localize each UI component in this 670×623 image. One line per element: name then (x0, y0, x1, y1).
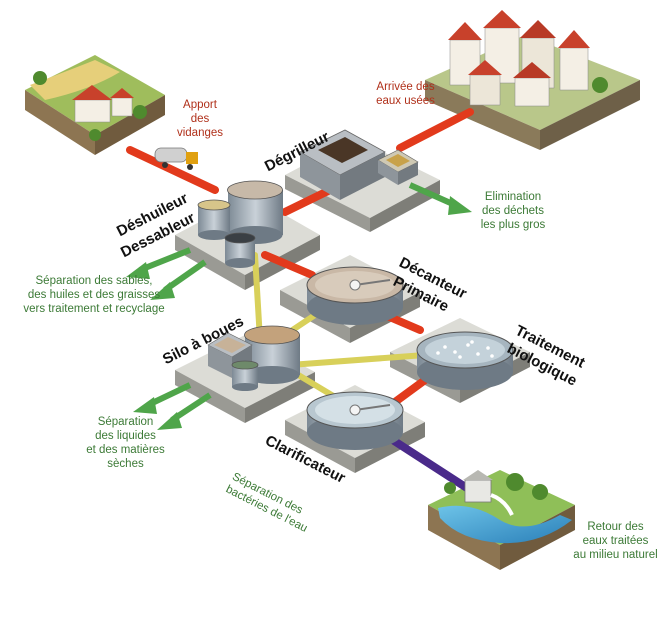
silo-tanks (207, 325, 300, 391)
red-pipes (126, 108, 474, 406)
truck (154, 147, 198, 170)
purple-pipe (381, 431, 474, 494)
green-arrows (126, 182, 472, 430)
note-sables: Séparation des sables,des huiles et des … (23, 275, 165, 315)
biologique-basin (416, 331, 514, 390)
decanteur-basin (306, 266, 404, 325)
clarificateur-basin (306, 391, 404, 450)
outfall (444, 470, 548, 516)
village-houses (448, 10, 608, 107)
degrilleur-unit (299, 129, 419, 200)
deshuileur-tanks (197, 180, 283, 268)
farm (30, 60, 147, 141)
